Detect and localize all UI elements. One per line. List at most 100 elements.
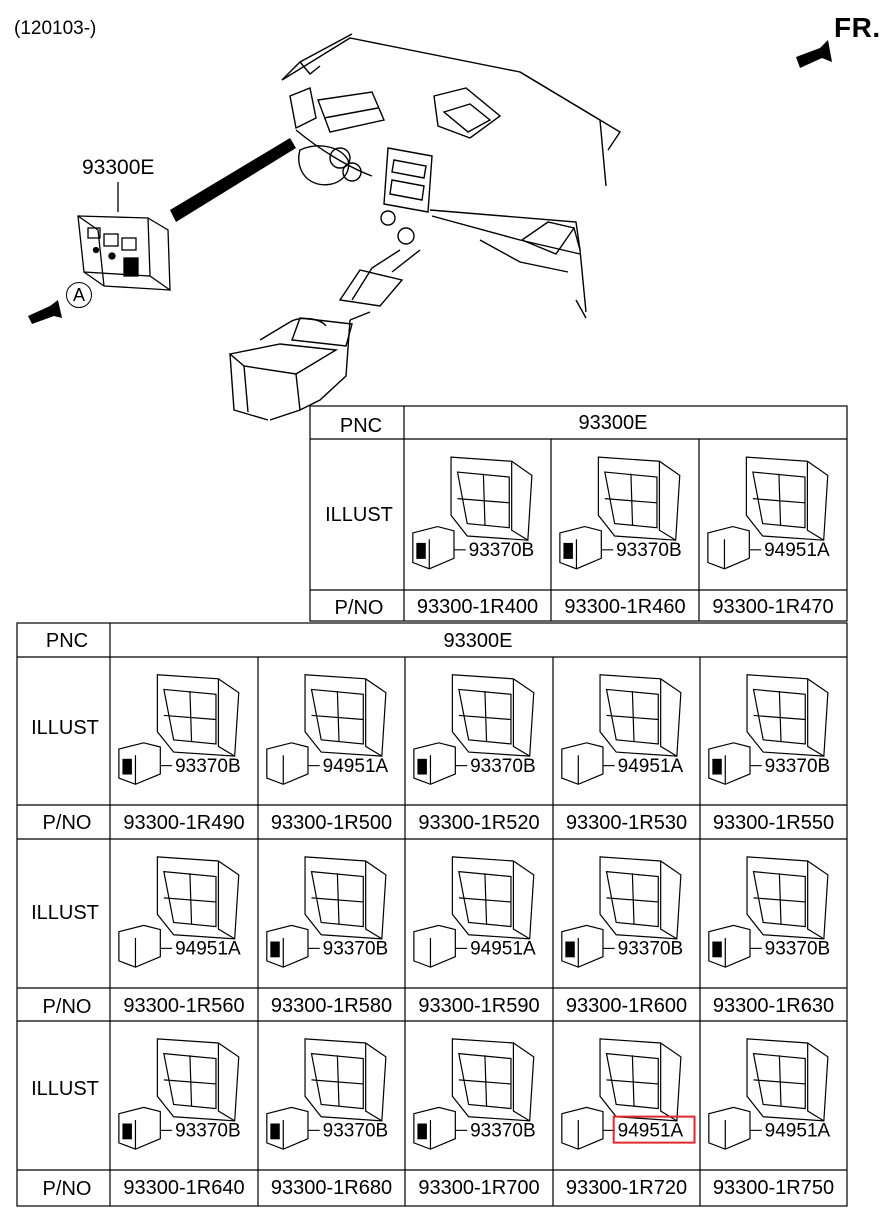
blank-cover-icon — [707, 525, 750, 570]
part-cell-top-1: 93370B — [559, 456, 682, 570]
switch-housing-icon — [599, 856, 682, 940]
switch-housing-icon — [597, 456, 681, 541]
highlight-box — [612, 1115, 696, 1144]
part-cell-r1c0: 94951A — [118, 856, 241, 968]
part-cell-r2c4: 94951A — [708, 1038, 831, 1150]
blank-cover-icon — [413, 924, 456, 968]
sub-pnc-label: 94951A — [470, 939, 536, 960]
usb-switch-icon — [118, 742, 161, 785]
part-number-r1c4: 93300-1R630 — [713, 995, 834, 1017]
sub-pnc-label: 93370B — [765, 939, 831, 960]
front-direction-label: FR. — [834, 12, 881, 43]
bottom-pno-header-2: P/NO — [43, 996, 92, 1018]
usb-switch-icon — [708, 924, 751, 968]
blank-cover-icon — [561, 1106, 604, 1150]
part-number-r0c0: 93300-1R490 — [123, 812, 244, 834]
part-cell-r1c2: 94951A — [413, 856, 536, 968]
usb-switch-icon — [559, 525, 602, 570]
sub-pnc-label: 93370B — [323, 1121, 389, 1142]
view-a-callout: A — [66, 282, 92, 308]
sub-pnc-label: 93370B — [765, 756, 831, 777]
blank-cover-icon — [266, 742, 309, 785]
dashboard-illustration-icon — [228, 33, 621, 421]
usb-switch-icon — [266, 924, 309, 968]
bottom-pno-header-3: P/NO — [43, 1178, 92, 1200]
switch-housing-icon — [450, 456, 533, 541]
part-number-r0c2: 93300-1R520 — [418, 812, 539, 834]
switch-housing-icon — [451, 856, 535, 940]
bottom-pnc-value: 93300E — [444, 630, 513, 652]
sub-pnc-label: 93370B — [470, 756, 536, 777]
switch-housing-icon — [599, 1038, 682, 1122]
bottom-illust-header-2: ILLUST — [31, 902, 99, 924]
bottom-pno-header-1: P/NO — [43, 812, 92, 834]
part-cell-top-0: 93370B — [412, 456, 535, 570]
blank-cover-icon — [708, 1106, 751, 1150]
main-pnc-label: 93300E — [82, 156, 155, 179]
switch-housing-icon — [156, 674, 240, 757]
switch-housing-icon — [746, 1038, 829, 1122]
usb-switch-icon — [561, 924, 604, 968]
sub-pnc-label: 94951A — [618, 1121, 684, 1142]
switch-assembly-icon — [77, 182, 171, 292]
part-number-r0c3: 93300-1R530 — [566, 812, 687, 834]
sub-pnc-label: 93370B — [175, 1121, 241, 1142]
part-number-r2c3: 93300-1R720 — [566, 1177, 687, 1199]
part-number-r0c1: 93300-1R500 — [271, 812, 392, 834]
sub-pnc-label: 94951A — [618, 756, 684, 777]
usb-switch-icon — [708, 742, 751, 785]
switch-housing-icon — [156, 856, 240, 940]
sub-pnc-label: 93370B — [616, 540, 682, 561]
sub-pnc-label: 93370B — [470, 1121, 536, 1142]
switch-housing-icon — [451, 674, 535, 757]
part-cell-r2c1: 93370B — [266, 1038, 389, 1150]
switch-housing-icon — [599, 674, 682, 757]
switch-housing-icon — [745, 456, 829, 541]
switch-housing-icon — [156, 1038, 240, 1122]
switch-housing-icon — [746, 674, 829, 757]
switch-housing-icon — [304, 856, 387, 940]
usb-switch-icon — [266, 1106, 309, 1150]
sub-pnc-label: 93370B — [618, 939, 684, 960]
part-cell-top-2: 94951A — [707, 456, 830, 570]
usb-switch-icon — [413, 1106, 456, 1150]
bottom-parts-table-grid — [16, 622, 848, 1207]
sub-pnc-label: 93370B — [175, 756, 241, 777]
part-number-top-1: 93300-1R460 — [564, 596, 685, 618]
part-cell-r0c2: 93370B — [413, 674, 536, 785]
part-number-r2c0: 93300-1R640 — [123, 1177, 244, 1199]
usb-switch-icon — [413, 742, 456, 785]
part-cells: 93370B93300-1R40093370B93300-1R46094951A… — [118, 456, 834, 1199]
part-cell-r1c1: 93370B — [266, 856, 389, 968]
part-cell-r0c4: 93370B — [708, 674, 831, 785]
sub-pnc-label: 93370B — [469, 540, 535, 561]
part-number-r1c0: 93300-1R560 — [123, 995, 244, 1017]
part-cell-r2c3: 94951A — [561, 1038, 696, 1150]
date-code: (120103-) — [14, 18, 97, 39]
part-number-r2c2: 93300-1R700 — [418, 1177, 539, 1199]
part-cell-r0c3: 94951A — [561, 674, 684, 785]
sub-pnc-label: 93370B — [323, 939, 389, 960]
bottom-illust-header-1: ILLUST — [31, 717, 99, 739]
part-number-r2c1: 93300-1R680 — [271, 1177, 392, 1199]
part-number-top-2: 93300-1R470 — [712, 596, 833, 618]
part-number-r0c4: 93300-1R550 — [713, 812, 834, 834]
part-number-r1c1: 93300-1R580 — [271, 995, 392, 1017]
view-arrow-icon — [28, 300, 62, 324]
bottom-pnc-header: PNC — [46, 630, 88, 652]
sub-pnc-label: 94951A — [175, 939, 241, 960]
top-illust-header: ILLUST — [325, 504, 393, 526]
part-cell-r0c1: 94951A — [266, 674, 389, 785]
table-labels: PNC 93300E ILLUST P/NO PNC 93300E ILLUST… — [31, 412, 647, 1200]
switch-housing-icon — [304, 674, 387, 757]
sub-pnc-label: 94951A — [323, 756, 389, 777]
part-number-r1c3: 93300-1R600 — [566, 995, 687, 1017]
sub-pnc-label: 94951A — [765, 1121, 831, 1142]
blank-cover-icon — [561, 742, 604, 785]
bottom-illust-header-3: ILLUST — [31, 1078, 99, 1100]
part-number-r1c2: 93300-1R590 — [418, 995, 539, 1017]
part-cell-r2c0: 93370B — [118, 1038, 241, 1150]
part-cell-r2c2: 93370B — [413, 1038, 536, 1150]
usb-switch-icon — [118, 1106, 161, 1150]
